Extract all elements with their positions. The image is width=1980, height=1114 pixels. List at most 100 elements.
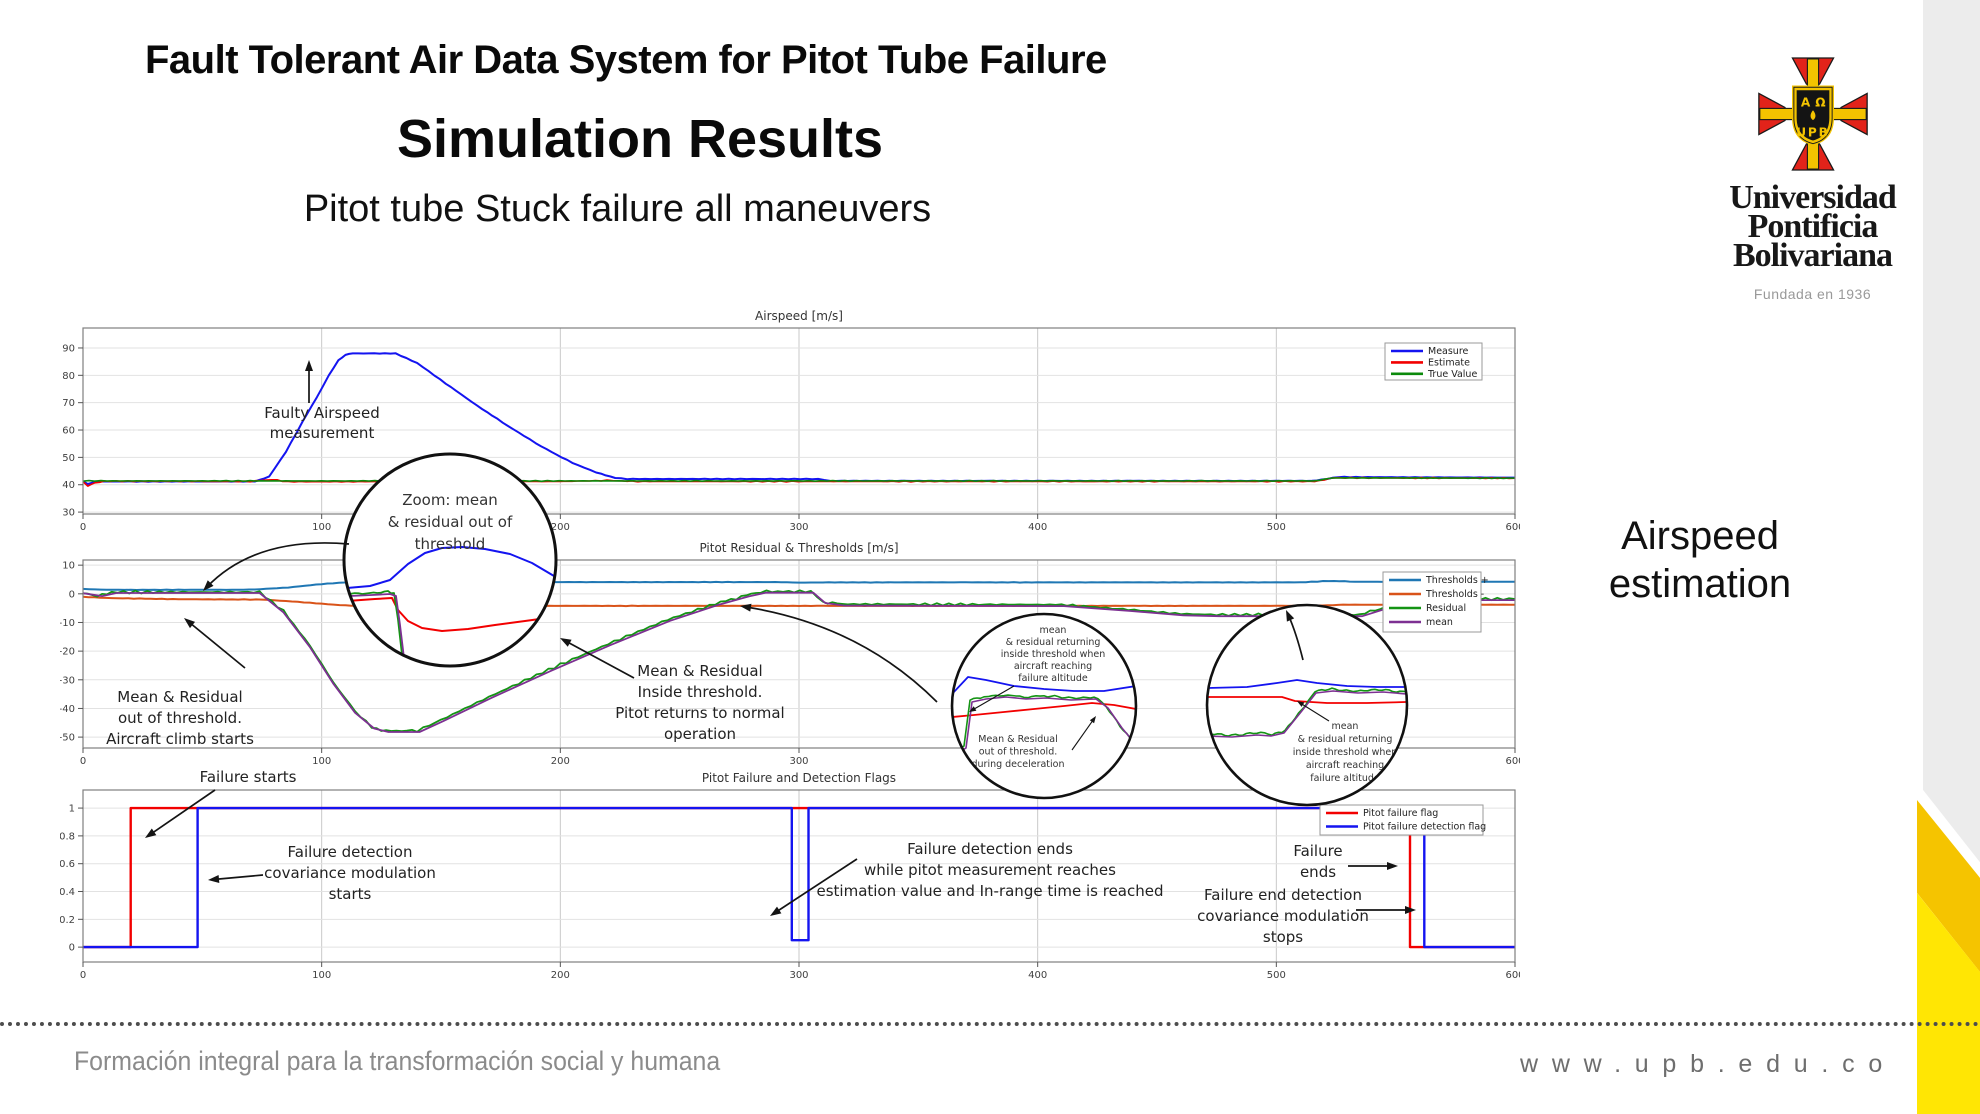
logo-alpha: A xyxy=(1800,96,1810,110)
inset-deceleration-series-0 xyxy=(953,676,1135,695)
ytick-label: 10 xyxy=(62,561,75,572)
inset-deceleration-series-1 xyxy=(953,702,1135,718)
xtick-label: 300 xyxy=(789,522,808,533)
arrow-failure-end-detection xyxy=(1405,906,1416,914)
arrow-zoom-leader xyxy=(203,580,214,591)
inset-zoom-main-series-3 xyxy=(349,593,405,659)
ytick-label: 80 xyxy=(62,371,75,382)
logo-name-line3: Bolivariana xyxy=(1732,237,1893,274)
ytick-label: -30 xyxy=(60,675,75,686)
ytick-label: 60 xyxy=(62,426,75,437)
ytick-label: 40 xyxy=(62,480,75,491)
xtick-label: 600 xyxy=(1505,756,1520,767)
xtick-label: 600 xyxy=(1505,522,1520,533)
xtick-label: 200 xyxy=(551,522,570,533)
xtick-label: 600 xyxy=(1505,970,1520,981)
xtick-label: 400 xyxy=(1028,970,1047,981)
inset-zoom-main-series-2 xyxy=(346,590,403,656)
xtick-label: 200 xyxy=(551,756,570,767)
slide-subtitle: Simulation Results xyxy=(396,109,884,169)
arrow-right-inset-exit xyxy=(1286,610,1295,622)
inset-failure-altitude-series-1 xyxy=(1208,696,1406,704)
plot-residual-series-1 xyxy=(82,595,1516,608)
plot-title-residual: Pitot Residual & Thresholds [m/s] xyxy=(699,541,898,555)
upb-cross-emblem-icon: A Ω UPB xyxy=(1757,57,1868,171)
inset-failure-altitude-series-2 xyxy=(1208,687,1406,737)
ytick-label: -50 xyxy=(60,733,75,744)
plot-residual-series-0 xyxy=(82,580,1515,591)
side-label-line1: Airspeed xyxy=(1621,514,1779,558)
slide-subsubtitle: Pitot tube Stuck failure all maneuvers xyxy=(303,188,932,230)
ytick-label: 90 xyxy=(62,343,75,354)
footer-dotted-divider xyxy=(0,1022,1980,1026)
side-label-line2: estimation xyxy=(1608,562,1792,606)
ytick-label: 0 xyxy=(69,589,75,600)
inset-failure-altitude-series-3 xyxy=(1208,690,1406,738)
xtick-label: 100 xyxy=(312,756,331,767)
logo-flame-icon xyxy=(1810,110,1815,121)
arrow-inside-threshold-2 xyxy=(740,603,752,612)
ytick-label: 0.4 xyxy=(60,887,75,898)
legend-label: Pitot failure flag xyxy=(1363,808,1438,819)
xtick-label: 100 xyxy=(312,970,331,981)
arrowhead xyxy=(1089,716,1096,724)
logo-wordmark: Universidad Pontificia Bolivariana xyxy=(1700,179,1925,274)
xtick-label: 200 xyxy=(551,970,570,981)
logo-name-line1: Universidad xyxy=(1729,179,1897,216)
slide-title: Fault Tolerant Air Data System for Pitot… xyxy=(145,38,1107,82)
inset-zoom-main-series-0 xyxy=(346,546,555,589)
xtick-label: 500 xyxy=(1267,522,1286,533)
arrow-out-threshold-climb xyxy=(184,618,196,629)
xtick-label: 0 xyxy=(80,756,86,767)
university-logo: A Ω UPB Universidad Pontificia Bolivaria… xyxy=(1700,55,1925,302)
arrow-inside-threshold-1 xyxy=(560,638,572,647)
legend-label: mean xyxy=(1426,617,1453,628)
logo-name-line2: Pontificia xyxy=(1747,208,1879,245)
xtick-label: 400 xyxy=(1028,522,1047,533)
plot-airspeed: 010020030040050060030405060708090Airspee… xyxy=(62,309,1524,533)
legend-label: Thresholds - xyxy=(1425,589,1484,600)
ytick-label: 50 xyxy=(62,453,75,464)
figure-svg: 010020030040050060030405060708090Airspee… xyxy=(59,309,1525,981)
legend-label: Measure xyxy=(1428,346,1469,357)
arrowhead xyxy=(969,706,977,712)
xtick-label: 300 xyxy=(789,756,808,767)
footer-motto: Formación integral para la transformació… xyxy=(74,1046,721,1076)
xtick-label: 100 xyxy=(312,522,331,533)
ytick-label: 0.2 xyxy=(60,915,75,926)
ann-failure-starts: Failure starts xyxy=(200,768,297,786)
xtick-label: 300 xyxy=(789,970,808,981)
ytick-label: 0.8 xyxy=(60,831,75,842)
arrow-detection-ends xyxy=(770,906,782,916)
simulation-figure: 010020030040050060030405060708090Airspee… xyxy=(59,309,1525,1000)
logo-omega: Ω xyxy=(1815,96,1825,110)
legend-label: Thresholds + xyxy=(1425,575,1489,586)
xtick-label: 0 xyxy=(80,522,86,533)
ytick-label: -10 xyxy=(60,618,75,629)
legend-label: Estimate xyxy=(1428,358,1470,369)
ytick-label: 0 xyxy=(69,943,75,954)
arrowhead xyxy=(1297,701,1305,707)
xtick-label: 0 xyxy=(80,970,86,981)
ytick-label: 70 xyxy=(62,398,75,409)
logo-upb: UPB xyxy=(1796,125,1830,139)
ytick-label: -20 xyxy=(60,647,75,658)
ytick-label: 1 xyxy=(69,804,75,815)
inset-deceleration-series-2 xyxy=(955,694,1131,752)
